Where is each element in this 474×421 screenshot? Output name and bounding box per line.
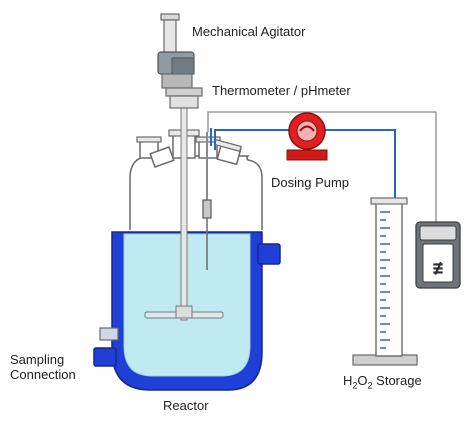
- thermometer-label: Thermometer / pHmeter: [212, 83, 351, 98]
- storage-label: H2O2 Storage: [343, 373, 422, 391]
- agitator-label: Mechanical Agitator: [192, 24, 306, 39]
- storage-sub-2: 2: [367, 380, 373, 391]
- sampling-connection-lower: [93, 347, 117, 367]
- reactor-vessel: [129, 129, 263, 230]
- storage-o: O: [357, 373, 368, 388]
- dosing-pump-icon: [286, 112, 328, 161]
- agitator-shaft: [144, 107, 224, 321]
- sampling-connection-upper: [99, 327, 119, 341]
- meter-cable: [207, 111, 437, 224]
- ph-meter-device-icon: ≢: [415, 221, 461, 289]
- sampling-label-line1: Sampling: [10, 352, 65, 367]
- sampling-label-line2: Connection: [10, 367, 76, 382]
- dosing-tube: [214, 129, 396, 206]
- reactor-label: Reactor: [163, 398, 209, 413]
- ph-probe: [202, 132, 212, 270]
- sampling-connection-label: Sampling Connection: [10, 352, 76, 382]
- storage-word: Storage: [372, 373, 422, 388]
- dosing-pump-label: Dosing Pump: [271, 175, 350, 190]
- storage-h: H: [343, 373, 353, 388]
- graduated-cylinder-icon: [352, 197, 418, 366]
- svg-text:≢: ≢: [433, 258, 444, 279]
- agitator-motor-icon: [157, 13, 203, 109]
- storage-sub-1: 2: [352, 380, 358, 391]
- cylinder-graduations: [380, 211, 390, 349]
